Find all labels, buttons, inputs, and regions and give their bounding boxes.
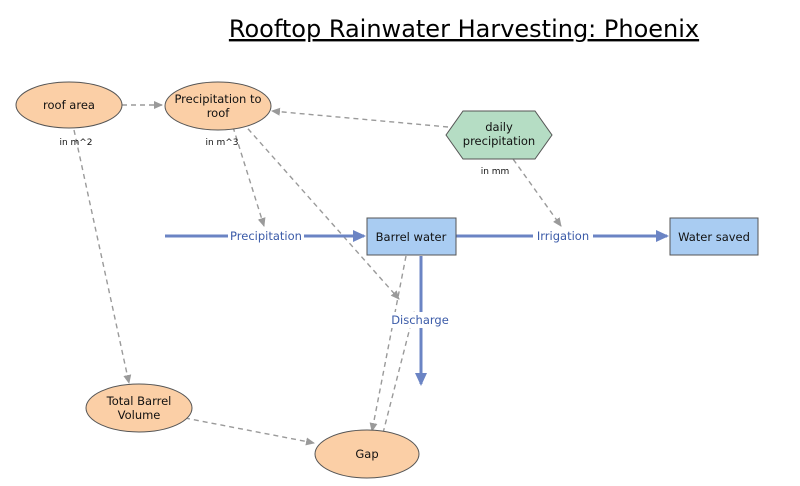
gap-label: Gap bbox=[355, 447, 378, 461]
barrel-water-label: Barrel water bbox=[376, 230, 447, 244]
irrigation-label-bg bbox=[533, 228, 593, 244]
irrigation-flow-label[interactable]: Irrigation bbox=[537, 229, 589, 243]
link-daily-precip-to-irrigation bbox=[507, 151, 562, 227]
daily-precipitation-shape bbox=[445, 110, 553, 160]
precipitation-flow-label[interactable]: Precipitation bbox=[230, 229, 302, 243]
link-daily-precip-to-precip-roof bbox=[271, 107, 449, 128]
precipitation-to-roof-label-line1: Precipitation to bbox=[174, 92, 261, 106]
gap-shape bbox=[314, 429, 420, 479]
link-gap-to-discharge bbox=[382, 311, 416, 434]
discharge-label-bg bbox=[390, 312, 450, 328]
barrel-water-shape bbox=[366, 217, 457, 256]
total-barrel-volume-label-line1: Total Barrel bbox=[106, 394, 172, 408]
roof-area-unit: in m^2 bbox=[59, 138, 92, 148]
precipitation-to-roof-shape bbox=[164, 81, 272, 131]
water-saved-shape bbox=[669, 217, 759, 256]
dependency-links bbox=[73, 101, 562, 446]
water-saved-label: Water saved bbox=[678, 230, 750, 244]
total-barrel-volume-label-line2: Volume bbox=[118, 408, 161, 422]
node-barrel-water[interactable]: Barrel water bbox=[366, 217, 457, 256]
node-roof-area[interactable]: roof area bbox=[15, 81, 123, 129]
daily-precipitation-label-line1: daily bbox=[485, 120, 513, 134]
node-total-barrel-volume[interactable]: Total Barrel Volume bbox=[85, 383, 193, 433]
precipitation-to-roof-unit: in m^3 bbox=[205, 138, 238, 148]
roof-area-shape bbox=[15, 81, 123, 129]
node-water-saved[interactable]: Water saved bbox=[669, 217, 759, 256]
daily-precipitation-label-line2: precipitation bbox=[463, 134, 535, 148]
daily-precipitation-unit: in mm bbox=[481, 167, 510, 177]
link-barrel-water-to-gap bbox=[369, 255, 407, 432]
link-total-barrel-to-gap bbox=[184, 417, 315, 446]
link-roof-area-to-total-barrel bbox=[73, 129, 132, 384]
precipitation-to-roof-label-line2: roof bbox=[207, 106, 231, 120]
node-gap[interactable]: Gap bbox=[314, 429, 420, 479]
diagram-title: Rooftop Rainwater Harvesting: Phoenix bbox=[229, 15, 699, 43]
node-daily-precipitation[interactable]: daily precipitation bbox=[445, 110, 553, 160]
roof-area-label: roof area bbox=[43, 98, 95, 112]
precipitation-label-bg bbox=[228, 228, 304, 244]
material-flows bbox=[165, 230, 669, 386]
link-precip-roof-to-discharge bbox=[241, 121, 400, 300]
node-precipitation-to-roof[interactable]: Precipitation to roof bbox=[164, 81, 272, 131]
total-barrel-volume-shape bbox=[85, 383, 193, 433]
discharge-flow-label[interactable]: Discharge bbox=[391, 313, 449, 327]
